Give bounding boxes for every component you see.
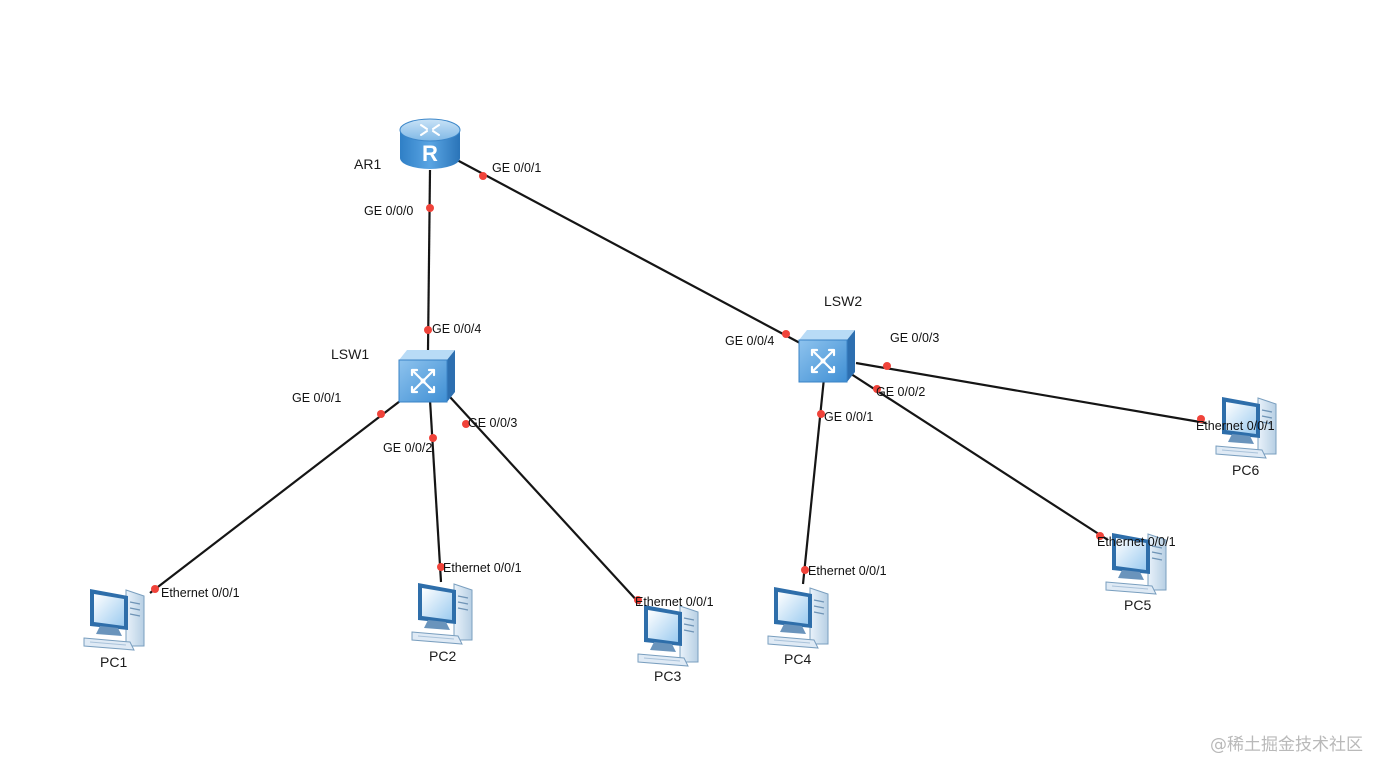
port-label-pc3-lsw1-pc3: Ethernet 0/0/1 xyxy=(635,595,714,609)
pc-icon-pc2[interactable] xyxy=(411,582,473,645)
port-dot-lsw1-lsw1-pc3[interactable] xyxy=(462,420,470,428)
router-icon-ar1[interactable] xyxy=(399,118,461,170)
port-label-pc4-lsw2-pc4: Ethernet 0/0/1 xyxy=(808,564,887,578)
port-dot-pc3-lsw1-pc3[interactable] xyxy=(634,596,642,604)
port-dot-pc4-lsw2-pc4[interactable] xyxy=(801,566,809,574)
port-label-lsw2-lsw2-pc5: GE 0/0/2 xyxy=(876,385,925,399)
port-label-lsw2-ar1-lsw2: GE 0/0/4 xyxy=(725,334,774,348)
link-lsw1-pc1[interactable] xyxy=(149,397,405,594)
port-label-pc5-lsw2-pc5: Ethernet 0/0/1 xyxy=(1097,535,1176,549)
port-label-ar1-ar1-lsw2: GE 0/0/1 xyxy=(492,161,541,175)
device-label-pc6: PC6 xyxy=(1232,462,1259,478)
device-label-pc5: PC5 xyxy=(1124,597,1151,613)
devices-layer xyxy=(83,118,1277,667)
port-dot-pc1-lsw1-pc1[interactable] xyxy=(151,585,159,593)
device-label-pc2: PC2 xyxy=(429,648,456,664)
link-lsw2-pc5[interactable] xyxy=(847,371,1109,541)
device-label-lsw2: LSW2 xyxy=(824,293,862,309)
device-label-pc1: PC1 xyxy=(100,654,127,670)
switch-icon-lsw2[interactable] xyxy=(797,328,857,384)
port-label-lsw2-lsw2-pc6: GE 0/0/3 xyxy=(890,331,939,345)
port-dot-lsw2-ar1-lsw2[interactable] xyxy=(782,330,790,338)
port-dot-ar1-ar1-lsw2[interactable] xyxy=(479,172,487,180)
port-dot-lsw1-lsw1-pc2[interactable] xyxy=(429,434,437,442)
watermark: @稀土掘金技术社区 xyxy=(1210,735,1363,755)
port-label-ar1-ar1-lsw1: GE 0/0/0 xyxy=(364,204,413,218)
port-dot-lsw2-lsw2-pc6[interactable] xyxy=(883,362,891,370)
device-label-lsw1: LSW1 xyxy=(331,346,369,362)
port-dot-lsw2-lsw2-pc5[interactable] xyxy=(873,385,881,393)
link-lsw1-pc2[interactable] xyxy=(428,399,443,583)
port-dot-pc6-lsw2-pc6[interactable] xyxy=(1197,415,1205,423)
link-ar1-lsw2[interactable] xyxy=(456,159,801,344)
device-label-pc3: PC3 xyxy=(654,668,681,684)
port-dot-pc5-lsw2-pc5[interactable] xyxy=(1096,532,1104,540)
link-lsw2-pc6[interactable] xyxy=(855,361,1207,425)
port-dot-ar1-ar1-lsw1[interactable] xyxy=(426,204,434,212)
port-label-pc1-lsw1-pc1: Ethernet 0/0/1 xyxy=(161,586,240,600)
pc-icon-pc1[interactable] xyxy=(83,588,145,651)
pc-icon-pc3[interactable] xyxy=(637,604,699,667)
port-dot-lsw1-lsw1-pc1[interactable] xyxy=(377,410,385,418)
link-lsw2-pc4[interactable] xyxy=(801,377,826,585)
port-label-pc6-lsw2-pc6: Ethernet 0/0/1 xyxy=(1196,419,1275,433)
device-label-ar1: AR1 xyxy=(354,156,381,172)
link-ar1-lsw1[interactable] xyxy=(426,169,432,351)
link-lsw1-pc3[interactable] xyxy=(449,396,641,605)
port-dot-lsw1-ar1-lsw1[interactable] xyxy=(424,326,432,334)
port-label-lsw1-lsw1-pc2: GE 0/0/2 xyxy=(383,441,432,455)
device-label-pc4: PC4 xyxy=(784,651,811,667)
port-label-lsw1-lsw1-pc1: GE 0/0/1 xyxy=(292,391,341,405)
port-label-pc2-lsw1-pc2: Ethernet 0/0/1 xyxy=(443,561,522,575)
port-dot-pc2-lsw1-pc2[interactable] xyxy=(437,563,445,571)
port-label-lsw1-lsw1-pc3: GE 0/0/3 xyxy=(468,416,517,430)
port-dot-lsw2-lsw2-pc4[interactable] xyxy=(817,410,825,418)
port-label-lsw2-lsw2-pc4: GE 0/0/1 xyxy=(824,410,873,424)
port-label-lsw1-ar1-lsw1: GE 0/0/4 xyxy=(432,322,481,336)
switch-icon-lsw1[interactable] xyxy=(397,348,457,404)
links-layer xyxy=(149,159,1207,605)
pc-icon-pc4[interactable] xyxy=(767,586,829,649)
